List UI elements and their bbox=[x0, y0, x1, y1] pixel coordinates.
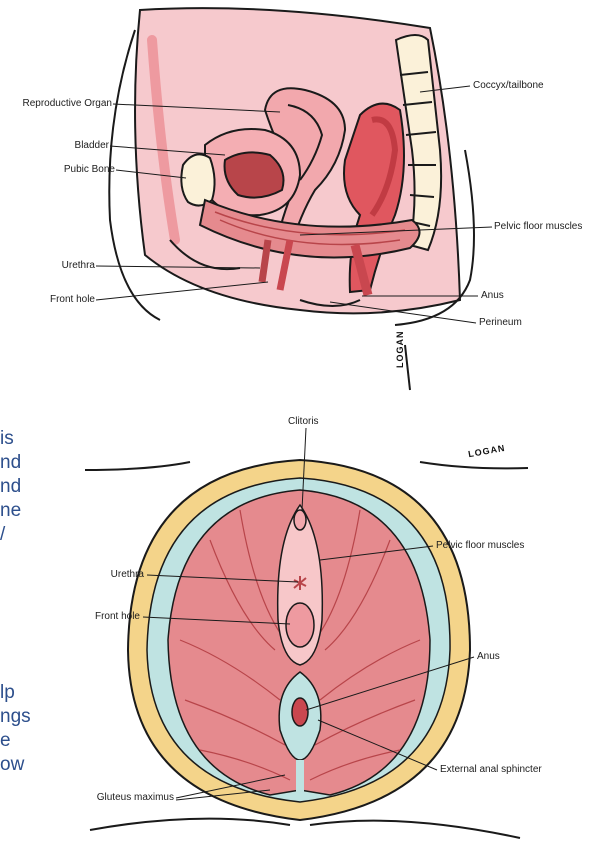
label-front-hole-inferior: Front hole bbox=[95, 611, 140, 623]
side-text-line: is bbox=[0, 428, 14, 450]
side-text-line: ne bbox=[0, 500, 21, 522]
side-text-line: nd bbox=[0, 452, 21, 474]
label-anus-inferior: Anus bbox=[477, 651, 500, 663]
inferior-view bbox=[85, 428, 528, 838]
pubic-bone bbox=[181, 154, 214, 205]
label-perineum: Perineum bbox=[479, 317, 522, 329]
label-bladder: Bladder bbox=[75, 140, 109, 152]
sagittal-view bbox=[96, 8, 492, 390]
artist-signature: LOGAN bbox=[395, 331, 405, 369]
label-urethra-inferior: Urethra bbox=[111, 569, 144, 581]
side-text-line: ow bbox=[0, 754, 24, 776]
label-clitoris: Clitoris bbox=[288, 416, 319, 428]
anus-mark bbox=[292, 698, 308, 726]
label-anus: Anus bbox=[481, 290, 504, 302]
label-reproductive-organ: Reproductive Organ bbox=[23, 98, 113, 110]
label-pelvic-floor: Pelvic floor muscles bbox=[494, 221, 582, 233]
label-urethra: Urethra bbox=[62, 260, 95, 272]
label-front-hole: Front hole bbox=[50, 294, 95, 306]
side-text-line: lp bbox=[0, 682, 15, 704]
label-gluteus-maximus: Gluteus maximus bbox=[97, 792, 174, 804]
side-text-line: ngs bbox=[0, 706, 31, 728]
clitoris-mark bbox=[294, 510, 306, 530]
side-text-line: e bbox=[0, 730, 11, 752]
front-hole-mark bbox=[286, 603, 314, 647]
label-pelvic-floor-inferior: Pelvic floor muscles bbox=[436, 540, 524, 552]
label-coccyx: Coccyx/tailbone bbox=[473, 80, 544, 92]
label-external-anal-sphincter: External anal sphincter bbox=[440, 764, 542, 776]
label-pubic-bone: Pubic Bone bbox=[64, 164, 115, 176]
side-text-line: nd bbox=[0, 476, 21, 498]
side-text-line: / bbox=[0, 524, 5, 546]
